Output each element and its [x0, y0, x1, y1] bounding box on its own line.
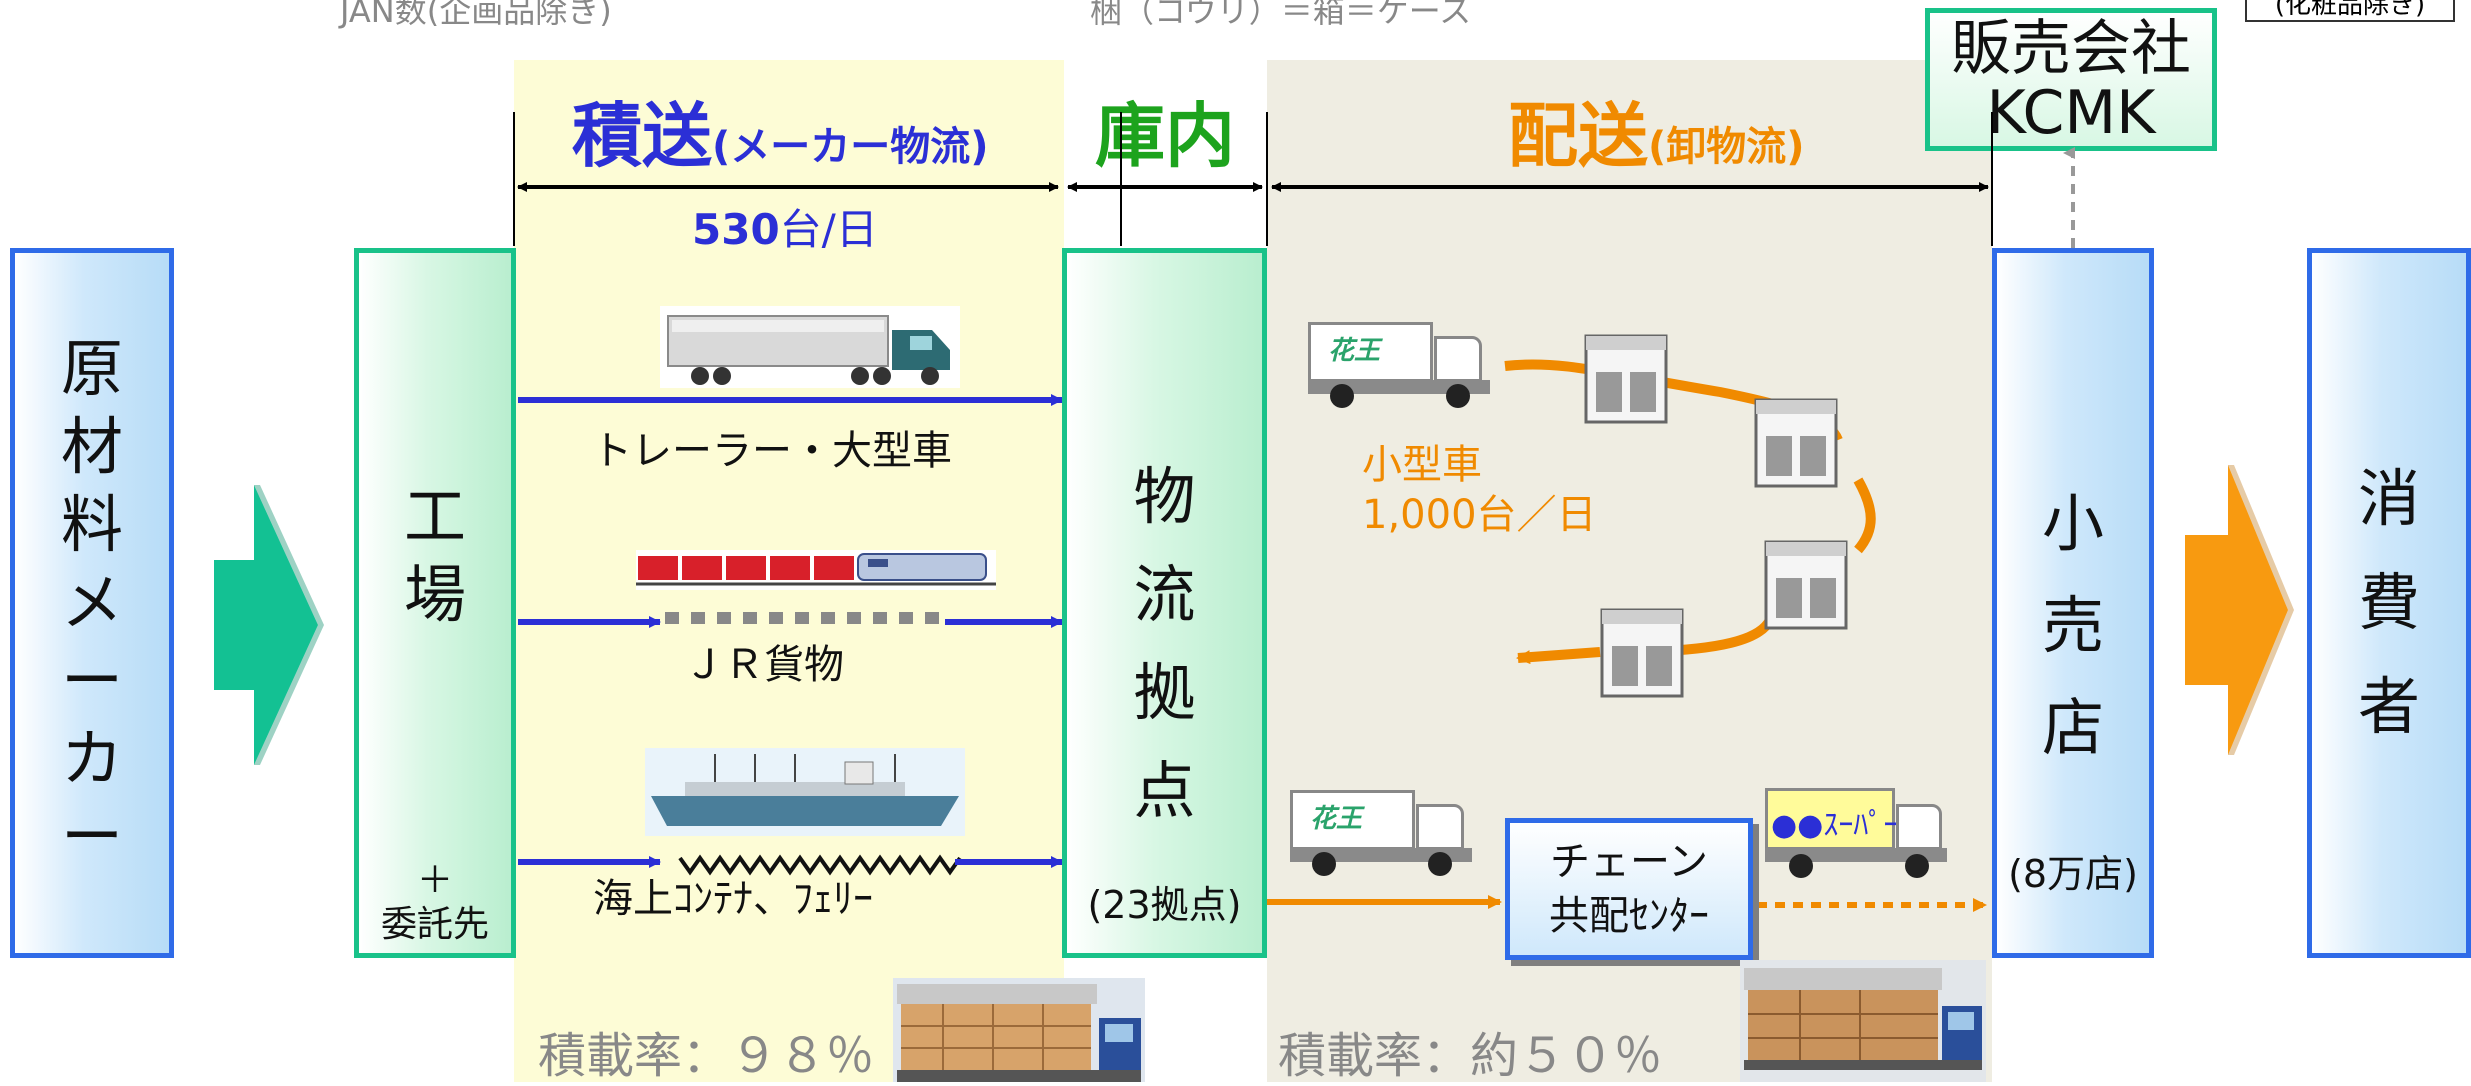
- store-icon: [1600, 608, 1684, 698]
- flow-arrow-orange: [2185, 465, 2288, 755]
- trucks-per-day-unit: 台/日: [779, 205, 878, 254]
- haisou-title: 配送: [1508, 95, 1648, 177]
- small-truck-label: 小型車 1,000台／日: [1362, 440, 1597, 540]
- sekisou-sub: (メーカー物流): [712, 124, 989, 170]
- trailer-label: トレーラー・大型車: [592, 428, 952, 474]
- hub-sub-label: (23拠点): [1087, 883, 1242, 927]
- hub-label: 物流拠点: [1133, 460, 1196, 827]
- sales-company-line1: 販売会社: [1951, 14, 2191, 84]
- wing-truck-photo: [893, 978, 1145, 1082]
- chain-center-box: チェーン 共配ｾﾝﾀｰ: [1505, 818, 1753, 960]
- consumer-column: 消費者: [2307, 248, 2471, 958]
- container-ship-icon: [645, 748, 965, 836]
- chain-center-line1: チェーン: [1550, 839, 1708, 885]
- store-icon: [1584, 334, 1668, 424]
- small-truck-line2: 1,000台／日: [1362, 492, 1597, 538]
- factory-column: 工場 ＋ 委託先: [354, 248, 516, 958]
- konai-header: 庫内: [1095, 80, 1235, 181]
- konai-title: 庫内: [1095, 95, 1235, 177]
- raw-maker-column: 原材料メーカー: [10, 248, 174, 958]
- load-rate-right: 積載率：約５０％: [1278, 1028, 1663, 1084]
- sales-company-line2: KCMK: [1986, 78, 2156, 148]
- header-left: JAN数(企画品除き): [340, 0, 612, 30]
- store-icon: [1764, 540, 1848, 630]
- retail-label: 小売店: [2042, 487, 2105, 764]
- raw-maker-label: 原材料メーカー: [61, 332, 124, 873]
- sekisou-title: 積送: [572, 95, 712, 177]
- freight-train-icon: [636, 550, 996, 590]
- haisou-sub: (卸物流): [1648, 124, 1805, 170]
- trailer-truck-icon: [660, 306, 960, 388]
- super-truck-icon: ●●ｽｰﾊﾟｰ: [1765, 788, 1950, 883]
- truck-brand-label: 花王: [1328, 336, 1381, 366]
- super-label: ●●ｽｰﾊﾟｰ: [1771, 808, 1899, 843]
- delivery-truck-icon: 花王: [1290, 790, 1475, 880]
- sales-company-box: 販売会社 KCMK: [1925, 8, 2217, 151]
- delivery-truck-icon: 花王: [1308, 322, 1493, 412]
- chain-center-line2: 共配ｾﾝﾀｰ: [1549, 893, 1709, 939]
- header-right: (化粧品除き): [2274, 0, 2426, 20]
- sekisou-header: 積送(メーカー物流): [572, 80, 989, 181]
- small-truck-line1: 小型車: [1362, 442, 1482, 488]
- trucks-per-day: 530台/日: [692, 196, 878, 257]
- haisou-header: 配送(卸物流): [1508, 80, 1805, 181]
- trucks-per-day-number: 530: [692, 205, 780, 254]
- retail-column: 小売店 (8万店): [1992, 248, 2154, 958]
- factory-label: 工場: [404, 480, 467, 631]
- load-rate-left: 積載率：９８％: [538, 1028, 875, 1084]
- retail-sub-label: (8万店): [2008, 852, 2138, 896]
- truck-brand-label: 花王: [1310, 804, 1363, 834]
- header-mid: 梱（コウリ）＝箱＝ケース: [1090, 0, 1472, 30]
- ship-label: 海上ｺﾝﾃﾅ、ﾌｪﾘｰ: [593, 876, 873, 922]
- flow-arrow-green: [214, 485, 318, 765]
- header-right-box: (化粧品除き): [2245, 0, 2455, 22]
- jr-label: ＪＲ貨物: [684, 642, 844, 688]
- factory-sub-label: ＋ 委託先: [380, 860, 489, 945]
- hub-column: 物流拠点 (23拠点): [1062, 248, 1267, 958]
- wing-truck-photo: [1740, 960, 1986, 1082]
- store-icon: [1754, 398, 1838, 488]
- consumer-label: 消費者: [2358, 462, 2421, 743]
